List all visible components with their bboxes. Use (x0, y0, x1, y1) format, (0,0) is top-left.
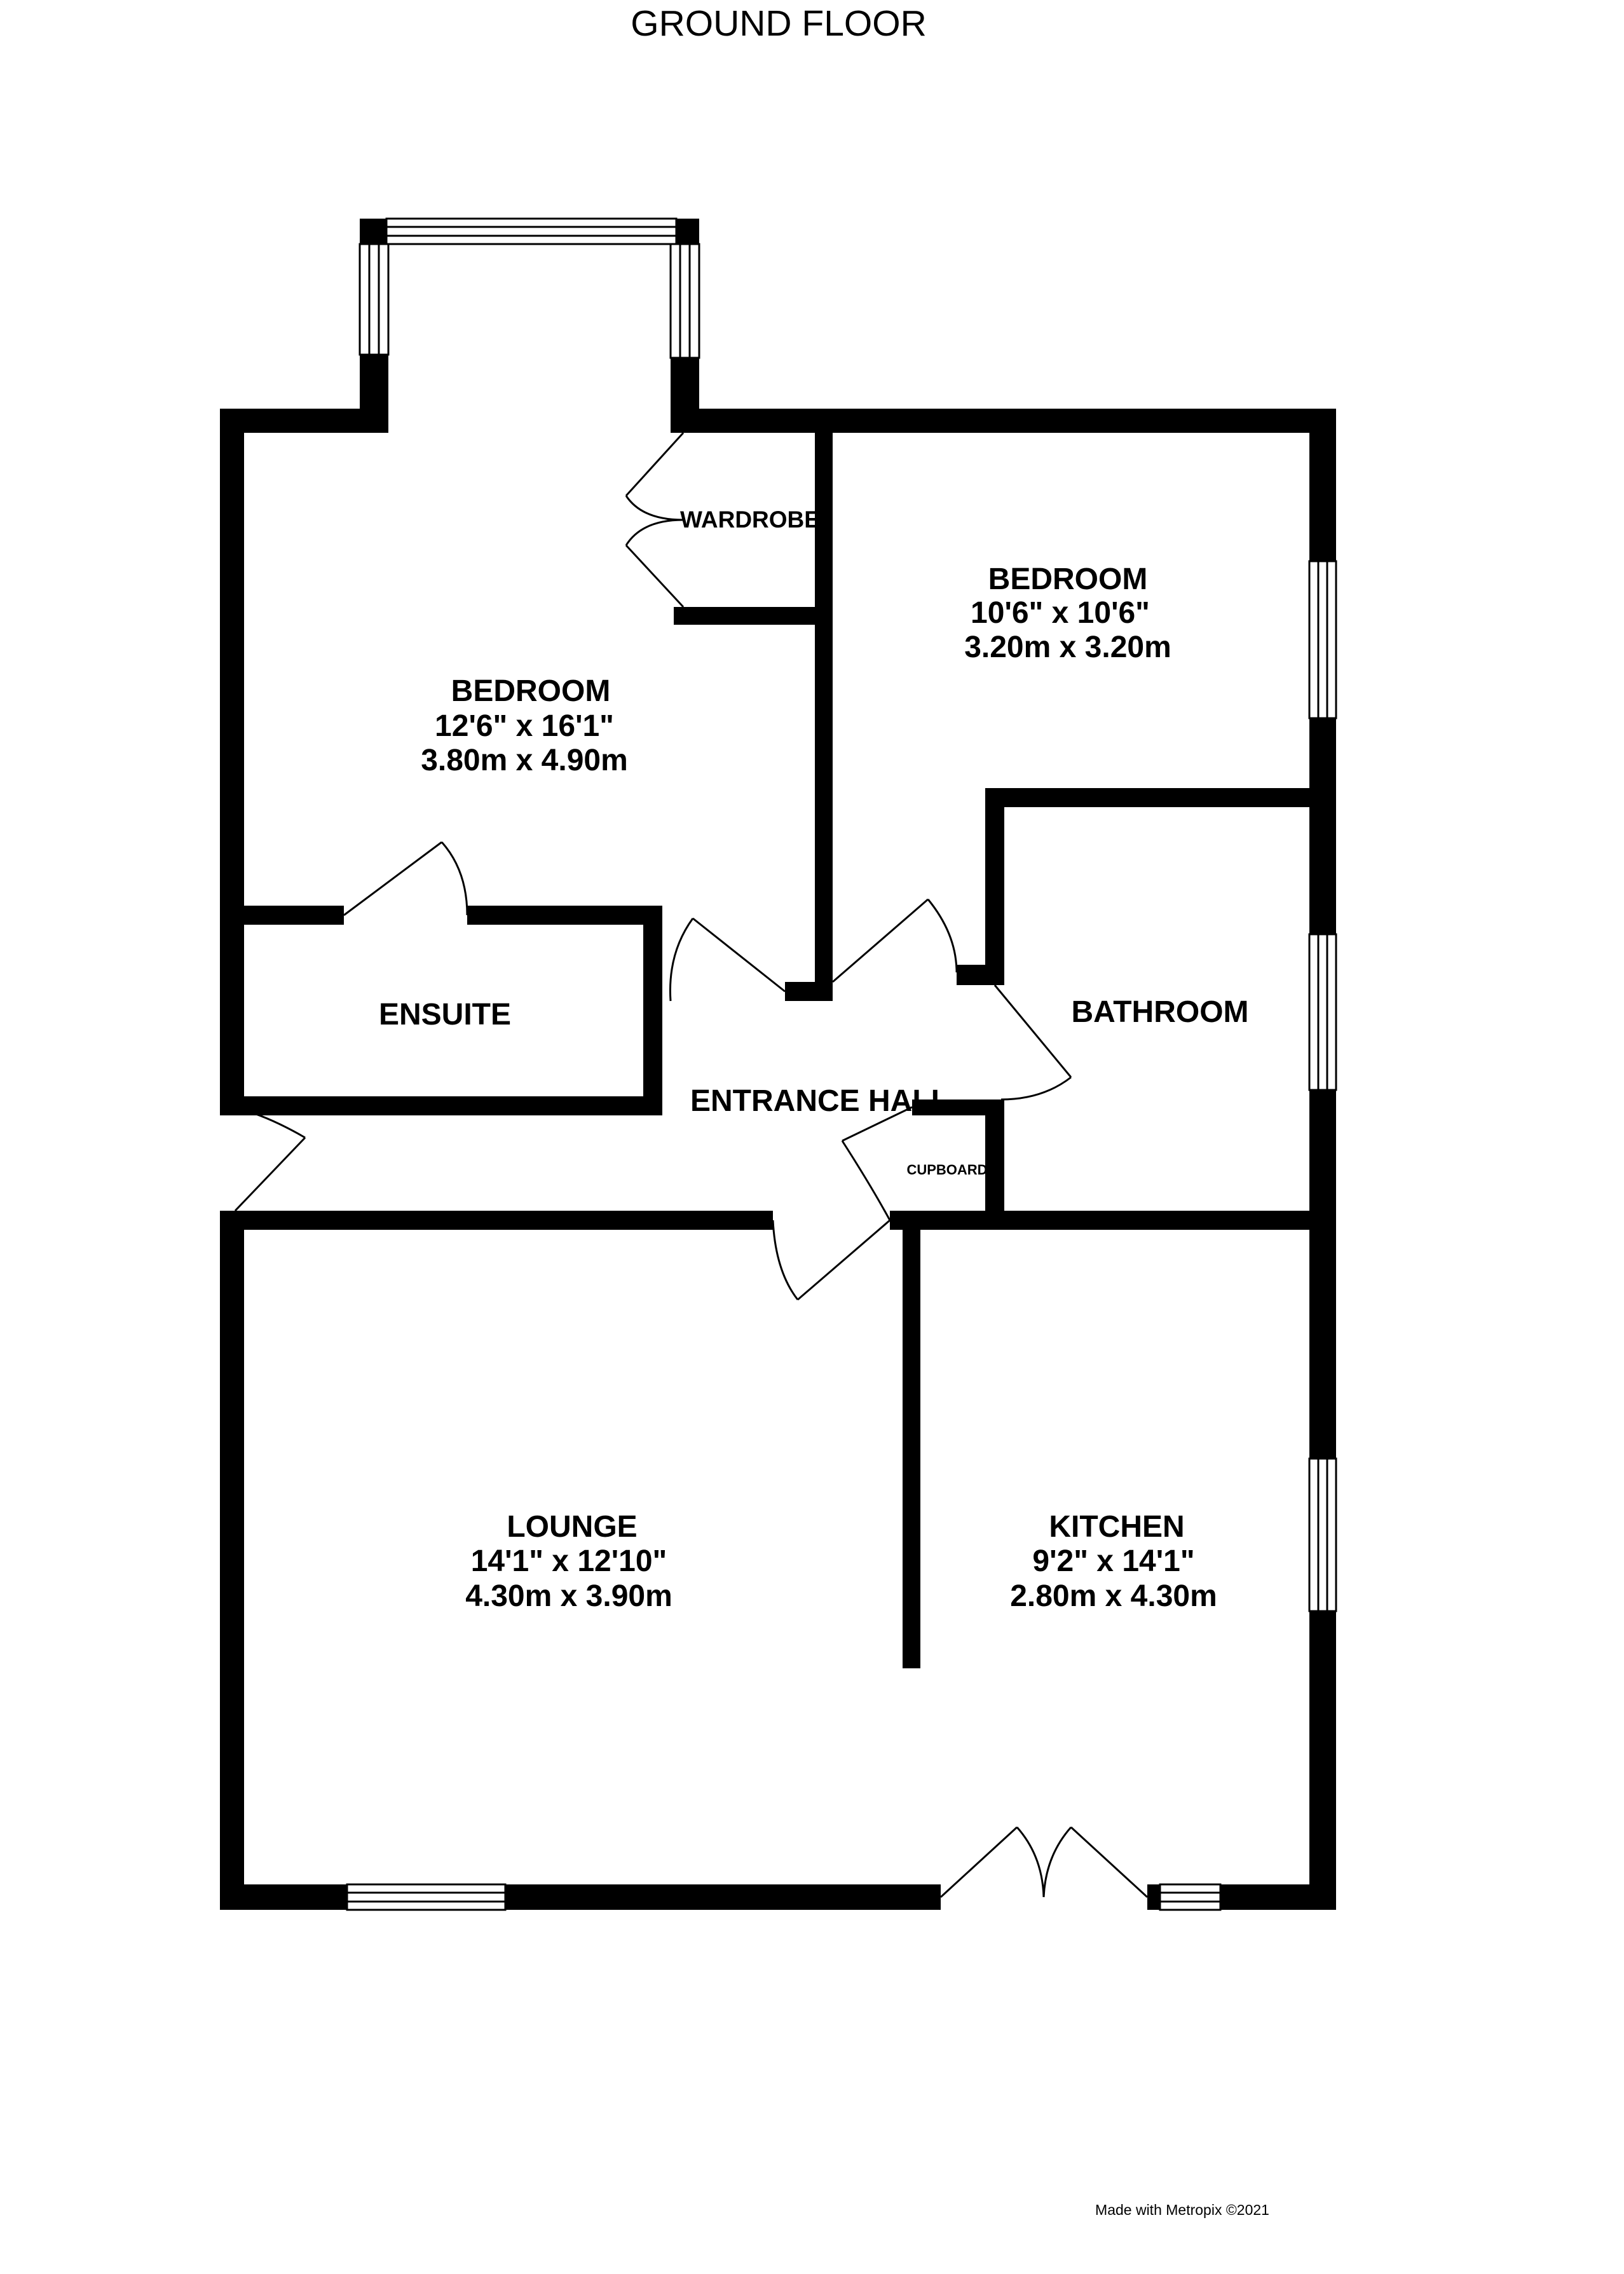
wall-left-lower (220, 1223, 244, 1910)
credit-text: Made with Metropix ©2021 (1095, 2202, 1269, 2218)
wall-bottom-4 (1220, 1884, 1336, 1910)
wall-bay-left (360, 355, 388, 433)
windows (346, 217, 1337, 1911)
wall-right-4 (1309, 1611, 1336, 1910)
wall-ensuite-bottom (220, 1096, 662, 1115)
entrance-hall-label: ENTRANCE HALL (690, 1084, 950, 1118)
wall-right-2 (1309, 718, 1336, 934)
wall-ensuite-right (643, 906, 662, 1115)
door-bedroom1 (669, 917, 786, 1002)
door-wardrobe (625, 432, 685, 608)
wall-ensuite-top-right (467, 906, 661, 925)
wall-ensuite-top-left (220, 906, 344, 925)
bedroom1-name: BEDROOM (451, 674, 611, 708)
floor-title: GROUND FLOOR (631, 3, 927, 44)
door-bedroom2 (832, 898, 958, 983)
door-ensuite (343, 841, 468, 916)
wall-lounge-top (220, 1211, 773, 1230)
lounge-imperial: 14'1" x 12'10" (471, 1544, 667, 1578)
walls (220, 219, 1336, 1910)
door-entrance (234, 1106, 306, 1212)
wall-bathroom-left-lower (985, 1100, 1004, 1227)
bedroom2-metric: 3.20m x 3.20m (964, 630, 1171, 664)
wall-wardrobe (674, 607, 820, 625)
lounge-name: LOUNGE (507, 1510, 637, 1544)
wall-bathroom-top (985, 788, 1336, 807)
wall-bay-corner-right (676, 219, 699, 244)
bedroom1-metric: 3.80m x 4.90m (421, 744, 628, 777)
bathroom-label: BATHROOM (1071, 995, 1248, 1029)
window-bay-left (358, 243, 390, 356)
bedroom1-imperial: 12'6" x 16'1" (435, 709, 614, 743)
door-cupboard (841, 1106, 913, 1221)
door-french (939, 1826, 1149, 1898)
window-kitchen (1308, 1457, 1337, 1612)
window-bedroom2 (1308, 560, 1337, 719)
wall-right-3 (1309, 1090, 1336, 1459)
kitchen-metric: 2.80m x 4.30m (1010, 1579, 1217, 1613)
lounge-metric: 4.30m x 3.90m (465, 1579, 672, 1613)
bedroom2-name: BEDROOM (988, 562, 1148, 596)
door-bathroom (993, 984, 1072, 1101)
wall-right-1 (1309, 409, 1336, 561)
wall-left-upper (220, 409, 244, 1108)
wall-bottom-1 (220, 1884, 347, 1910)
wall-bathroom-left-upper (985, 788, 1004, 985)
kitchen-name: KITCHEN (1049, 1510, 1184, 1544)
wardrobe-label: WARDROBE (680, 507, 820, 533)
wall-cupboard-top (912, 1100, 1004, 1115)
kitchen-imperial: 9'2" x 14'1" (1032, 1544, 1194, 1578)
room-labels: BEDROOM 12'6" x 16'1" 3.80m x 4.90m WARD… (379, 507, 1249, 1613)
window-bay-right (669, 243, 700, 359)
wall-top-right (683, 409, 1336, 433)
wall-hall-stub (785, 982, 833, 1001)
wall-kitchen-partition (903, 1211, 920, 1668)
window-bathroom (1308, 933, 1337, 1091)
cupboard-label: CUPBOARD (906, 1162, 987, 1178)
window-bay-top (385, 217, 678, 245)
bedroom2-imperial: 10'6" x 10'6" (971, 596, 1150, 630)
wall-bottom-2 (505, 1884, 941, 1910)
ensuite-label: ENSUITE (379, 998, 511, 1031)
window-lounge (346, 1883, 507, 1911)
wall-bottom-3 (1147, 1884, 1160, 1910)
wall-bay-corner-left (360, 219, 386, 244)
wall-kitchen-top (890, 1211, 1336, 1230)
window-kitchen-small (1159, 1883, 1222, 1911)
wall-bedrooms-divider (815, 432, 833, 995)
wall-bathroom-stub (957, 965, 1004, 985)
doors (234, 432, 1149, 1898)
door-lounge (772, 1219, 890, 1301)
